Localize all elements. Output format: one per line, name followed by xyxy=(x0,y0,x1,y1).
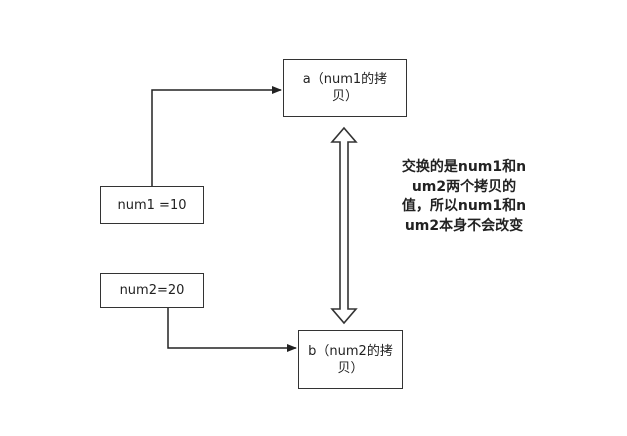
arrow-num1-to-a xyxy=(151,86,282,186)
copy-b-label: b（num2的拷贝） xyxy=(308,343,393,376)
copy-a-box: a（num1的拷贝） xyxy=(283,59,407,117)
num2-label: num2=20 xyxy=(119,283,185,298)
swap-double-arrow xyxy=(330,126,358,325)
num1-label: num1 =10 xyxy=(117,197,187,213)
copy-b-box: b（num2的拷贝） xyxy=(298,330,403,389)
arrow-num2-to-b xyxy=(167,308,297,352)
num2-box: num2=20 xyxy=(100,273,204,308)
swap-explanation-note: 交换的是num1和num2两个拷贝的值，所以num1和num2本身不会改变 xyxy=(401,159,527,234)
copy-a-label: a（num1的拷贝） xyxy=(302,72,388,104)
num1-box: num1 =10 xyxy=(100,186,204,224)
